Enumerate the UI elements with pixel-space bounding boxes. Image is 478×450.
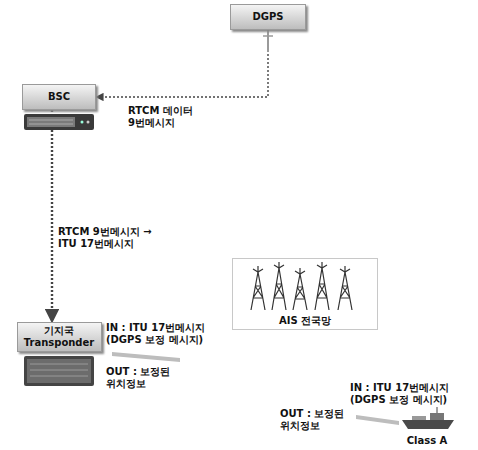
node-text: BSC bbox=[45, 91, 73, 103]
transponder-device bbox=[24, 356, 94, 386]
dotted-connector bbox=[96, 30, 268, 97]
station-box: 기지국 Transponder bbox=[17, 322, 102, 352]
message-note: OUT : 보정된 위치정보 bbox=[106, 366, 176, 390]
server-box: BSC bbox=[22, 84, 96, 110]
ship-icon bbox=[402, 407, 454, 429]
edge-label: RTCM 9번메시지 → ITU 17번메시지 bbox=[58, 226, 154, 250]
server-box: DGPS bbox=[230, 4, 306, 30]
antenna-icon bbox=[263, 31, 273, 52]
message-note: IN : ITU 17번메시지 (DGPS 보정 메시지) bbox=[106, 322, 216, 346]
ship-node: Class A bbox=[396, 404, 458, 447]
node-text: 기지국 Transponder bbox=[18, 325, 101, 349]
radio-wave bbox=[356, 415, 399, 425]
dotted-connector bbox=[51, 110, 53, 322]
node-text: DGPS bbox=[249, 11, 286, 23]
edge-label: RTCM 데이터 9번메시지 bbox=[128, 105, 200, 129]
node-text: Class A bbox=[404, 435, 451, 447]
node-text: AIS 전국망 bbox=[276, 315, 334, 327]
radio-wave bbox=[112, 352, 180, 362]
tower-icons bbox=[251, 262, 352, 310]
network-region: AIS 전국망 bbox=[232, 258, 378, 330]
message-note: IN : ITU 17번메시지 (DGPS 보정 메시지) bbox=[350, 382, 460, 406]
server-device bbox=[24, 114, 94, 130]
message-note: OUT : 보정된 위치정보 bbox=[280, 408, 350, 432]
